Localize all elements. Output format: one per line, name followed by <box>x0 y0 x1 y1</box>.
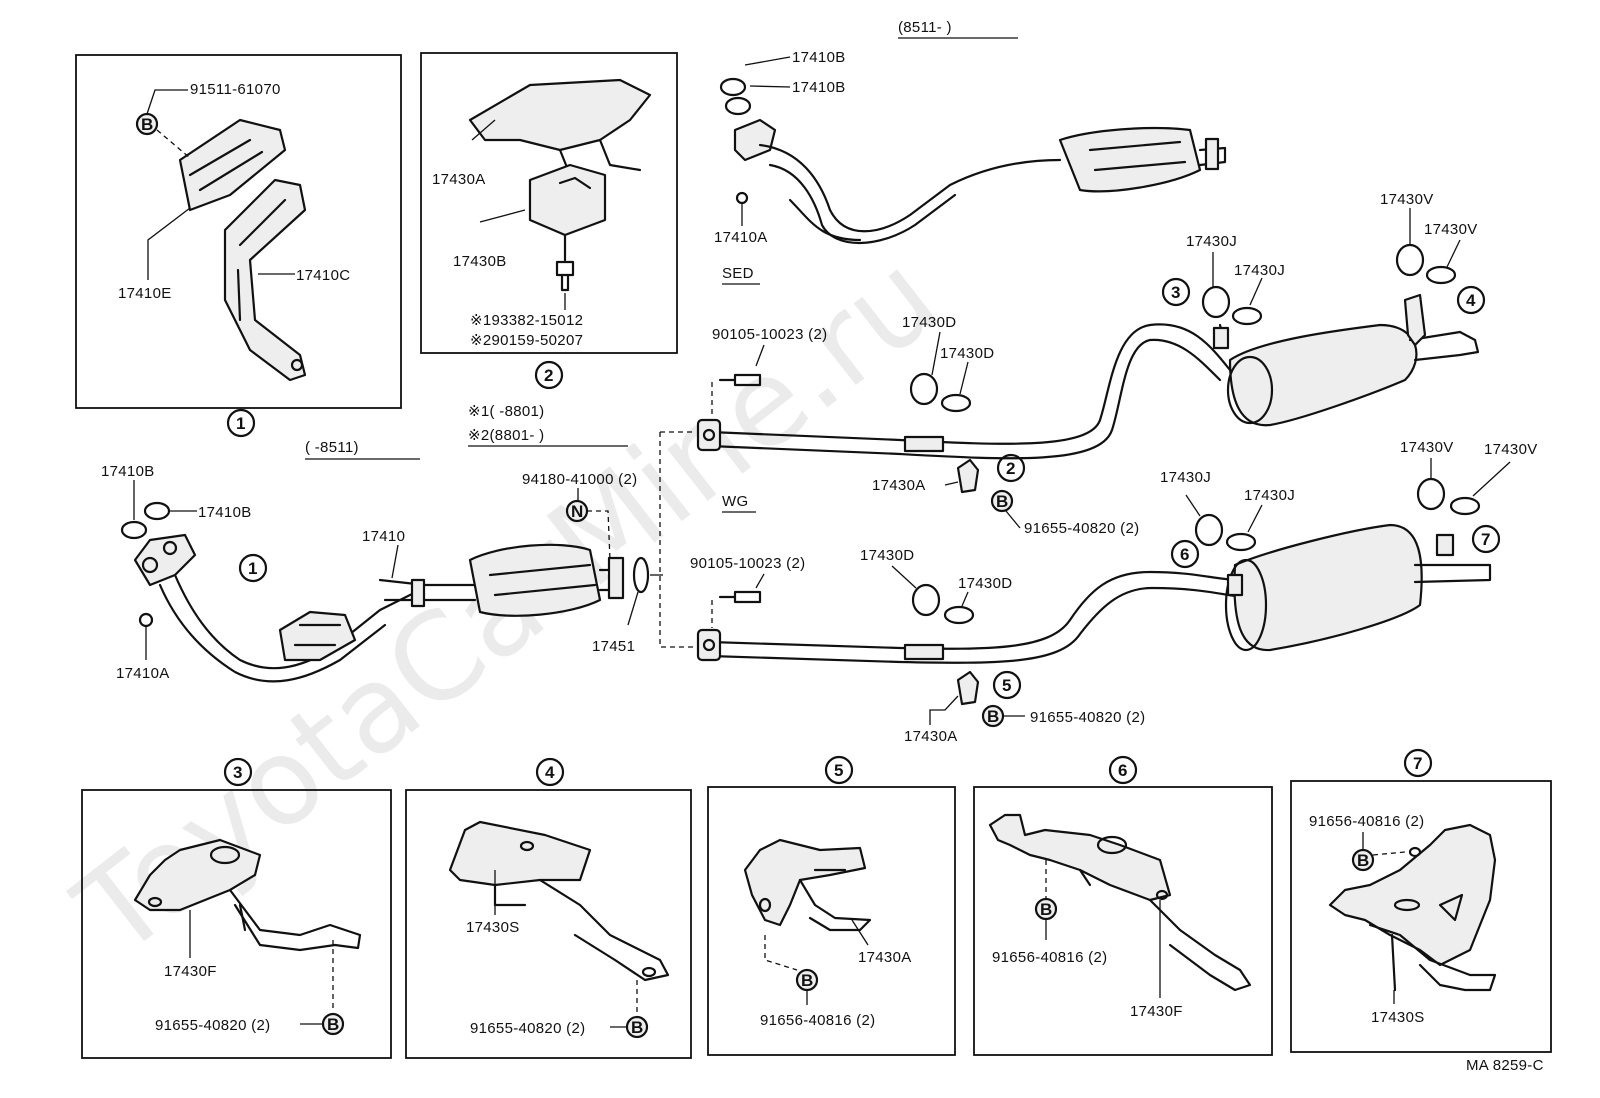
label-17430J-sed-1: 17430J <box>1186 233 1237 250</box>
reference-code: MA 8259-C <box>1466 1057 1544 1074</box>
label-17430A-sed: 17430A <box>872 477 926 494</box>
sed-front-pipe-assembly: 17410B 17410B 17410A <box>714 49 1227 246</box>
label-90105-10023-sed: 90105-10023 (2) <box>712 326 827 343</box>
label-17430J-wg-2: 17430J <box>1244 487 1295 504</box>
label-90159-50207: ※290159-50207 <box>470 332 583 349</box>
label-17451: 17451 <box>592 638 635 655</box>
label-91656-40816-box6: 91656-40816 (2) <box>992 949 1107 966</box>
label-17410B-top-b: 17410B <box>792 79 846 96</box>
label-17430V-sed-2: 17430V <box>1424 221 1478 238</box>
label-17430D-sed-2: 17430D <box>940 345 994 362</box>
label-91656-40816-box5: 91656-40816 (2) <box>760 1012 875 1029</box>
label-17410A-top: 17410A <box>714 229 768 246</box>
bolt-n-marker: N <box>571 502 583 521</box>
label-93382-15012: ※193382-15012 <box>470 312 583 329</box>
top-range-note: (8511- ) <box>898 19 952 36</box>
circled-4-sed: 4 <box>1466 291 1476 310</box>
label-94180-41000: 94180-41000 (2) <box>522 471 637 488</box>
label-17410B-left-a: 17410B <box>101 463 155 480</box>
circled-1-main: 1 <box>248 559 257 578</box>
label-17430D-sed-1: 17430D <box>902 314 956 331</box>
circled-6-box: 6 <box>1118 761 1127 780</box>
wg-label: WG <box>722 493 748 510</box>
label-17430S-box4: 17430S <box>466 919 520 936</box>
bolt-b-box3: B <box>327 1015 339 1034</box>
detail-box-5: 17430A B 91656-40816 (2) <box>707 786 956 1056</box>
note-1: ※1( -8801) <box>468 403 544 420</box>
circled-4-box: 4 <box>545 763 555 782</box>
label-91655-40820-wg: 91655-40820 (2) <box>1030 709 1145 726</box>
sed-label: SED <box>722 265 754 282</box>
detail-box-4: 17430S B 91655-40820 (2) <box>405 789 692 1059</box>
circled-1-box: 1 <box>236 414 245 433</box>
circled-3-sed: 3 <box>1171 283 1180 302</box>
label-17410B-top-a: 17410B <box>792 49 846 66</box>
circled-6-wg: 6 <box>1180 545 1189 564</box>
bolt-b-box7: B <box>1357 851 1369 870</box>
bolt-b-marker: B <box>141 115 153 134</box>
bolt-b-wg: B <box>987 707 999 726</box>
circled-2-box: 2 <box>544 366 553 385</box>
label-17410A-left: 17410A <box>116 665 170 682</box>
bolt-b-box6: B <box>1040 900 1052 919</box>
circled-5-wg: 5 <box>1002 676 1011 695</box>
label-17430V-wg-2: 17430V <box>1484 441 1538 458</box>
label-17430F-box3: 17430F <box>164 963 217 980</box>
label-17430V-sed-1: 17430V <box>1380 191 1434 208</box>
label-90105-10023-wg: 90105-10023 (2) <box>690 555 805 572</box>
circled-3-box: 3 <box>233 763 242 782</box>
wg-tail-pipe-assembly <box>696 523 1492 664</box>
front-exhaust-pipe-assembly: 17410B 17410B 17410A 17410 <box>101 463 625 683</box>
bolt-b-sed: B <box>996 492 1008 511</box>
label-91655-40820-box4: 91655-40820 (2) <box>470 1020 585 1037</box>
label-17430S-box7: 17430S <box>1371 1009 1425 1026</box>
circled-7-wg: 7 <box>1481 530 1490 549</box>
label-17430D-wg-2: 17430D <box>958 575 1012 592</box>
left-range-note: ( -8511) <box>305 439 359 456</box>
label-17430A-box5: 17430A <box>858 949 912 966</box>
bolt-b-box4: B <box>631 1018 643 1037</box>
label-17430A-wg: 17430A <box>904 728 958 745</box>
label-91656-40816-box7: 91656-40816 (2) <box>1309 813 1424 830</box>
label-17430F-box6: 17430F <box>1130 1003 1183 1020</box>
label-91655-40820-sed: 91655-40820 (2) <box>1024 520 1139 537</box>
circled-5-box: 5 <box>834 761 843 780</box>
label-17430D-wg-1: 17430D <box>860 547 914 564</box>
circled-2-sed: 2 <box>1006 459 1015 478</box>
bolt-b-box5: B <box>801 971 813 990</box>
circled-7-box: 7 <box>1413 754 1422 773</box>
label-17430V-wg-1: 17430V <box>1400 439 1454 456</box>
detail-box-6: B 91656-40816 (2) 17430F <box>973 786 1273 1056</box>
label-91511-61070: 91511-61070 <box>190 81 281 98</box>
label-17430J-sed-2: 17430J <box>1234 262 1285 279</box>
label-17410B-left-b: 17410B <box>198 504 252 521</box>
detail-box-2: 17430A 17430B ※193382-15012 ※290159-5020… <box>420 52 678 354</box>
detail-box-1: B 91511-61070 17410E 17410C <box>75 54 402 409</box>
label-17410C: 17410C <box>296 267 350 284</box>
label-17430A-box2: 17430A <box>432 171 486 188</box>
label-91655-40820-box3: 91655-40820 (2) <box>155 1017 270 1034</box>
label-17430J-wg-1: 17430J <box>1160 469 1211 486</box>
detail-box-3: 17430F B 91655-40820 (2) <box>81 789 392 1059</box>
detail-box-7: B 91656-40816 (2) 17430S <box>1290 780 1552 1053</box>
label-17430B: 17430B <box>453 253 507 270</box>
note-2: ※2(8801- ) <box>468 427 544 444</box>
label-17410: 17410 <box>362 528 405 545</box>
label-17410E: 17410E <box>118 285 172 302</box>
